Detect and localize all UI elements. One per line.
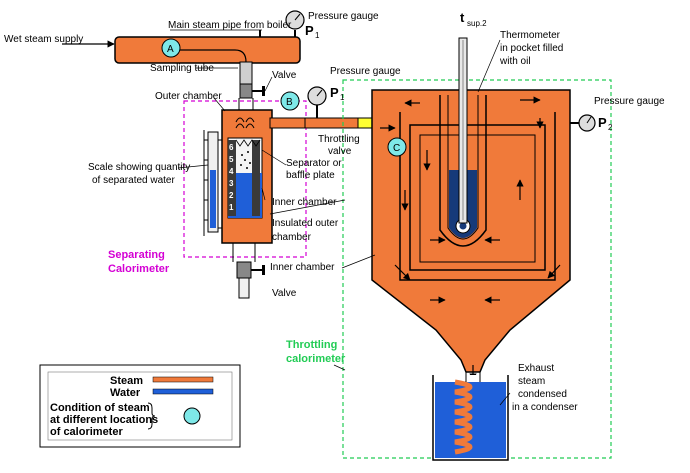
pressure-gauge-2-label: Pressure gauge <box>330 66 401 77</box>
pressure-gauge-1-sub: 1 <box>315 31 320 40</box>
main-steam-pipe-label: Main steam pipe from boiler <box>168 20 292 31</box>
bottom-valve-icon <box>236 261 265 299</box>
throttling-valve-label-line1: Throttling <box>318 134 360 145</box>
pressure-gauge-3-sub: 2 <box>608 123 613 132</box>
condenser <box>432 372 509 461</box>
inner-chamber-right-label: Inner chamber <box>270 262 335 273</box>
exhaust-label-line4: in a condenser <box>512 402 578 413</box>
sampling-tube-label: Sampling tube <box>150 63 214 74</box>
scale-number: 3 <box>229 179 234 188</box>
top-valve-icon <box>239 83 265 99</box>
throttling-calorimeter <box>371 37 571 373</box>
main-steam-pipe <box>114 30 301 78</box>
point-c-label: C <box>393 143 400 154</box>
legend-steam-swatch <box>152 376 214 383</box>
inner-chamber-left-label: Inner chamber <box>272 197 337 208</box>
top-valve-label: Valve <box>272 70 297 81</box>
pressure-gauge-1-p: P <box>305 23 314 38</box>
point-a-marker <box>161 38 181 58</box>
legend-water-swatch <box>152 388 214 395</box>
throttling-valve <box>357 117 373 129</box>
throttling-valve-label-line2: valve <box>328 146 352 157</box>
insulated-label-line2: chamber <box>272 232 312 243</box>
scale-label-line2: of separated water <box>92 175 175 186</box>
water-scale-gauge <box>203 130 222 236</box>
pressure-gauge-2-icon <box>307 86 327 118</box>
throttling-calorimeter-label-line1: Throttling <box>286 339 337 351</box>
pressure-gauge-1-icon <box>285 10 305 37</box>
separating-calorimeter-label-line2: Calorimeter <box>108 263 170 275</box>
t-sup-label: t <box>460 10 465 25</box>
pressure-gauge-2-sub: 1 <box>340 93 345 102</box>
bottom-valve-label: Valve <box>272 288 297 299</box>
legend-steam-label: Steam <box>110 375 143 387</box>
t-sup-subscript: sup.2 <box>467 19 487 28</box>
thermometer-label-line3: with oil <box>499 56 531 67</box>
insulated-label-line1: Insulated outer <box>272 218 339 229</box>
thermometer-label-line1: Thermometer <box>500 30 561 41</box>
thermometer-label-line2: in pocket filled <box>500 43 563 54</box>
exhaust-label-line2: steam <box>518 376 545 387</box>
separator-label-line1: Separator or <box>286 158 342 169</box>
separator-label-line2: baffle plate <box>286 170 335 181</box>
point-b-label: B <box>286 97 293 108</box>
legend-point-swatch <box>183 407 201 425</box>
flow-arrows <box>380 96 561 381</box>
point-c-marker <box>387 137 407 157</box>
pressure-gauge-2-p: P <box>330 85 339 100</box>
throttling-calorimeter-label-line2: calorimeter <box>286 353 346 365</box>
scale-label-line1: Scale showing quantity <box>88 162 190 173</box>
point-a-label: A <box>167 44 174 55</box>
legend <box>39 364 241 448</box>
scale-number: 2 <box>229 191 234 200</box>
pressure-gauge-1-label: Pressure gauge <box>308 11 379 22</box>
outer-chamber-label: Outer chamber <box>155 91 222 102</box>
legend-condition-line3: of calorimeter <box>50 426 123 438</box>
scale-number: 1 <box>229 203 234 212</box>
legend-condition-line2: at different locations <box>50 414 158 426</box>
scale-number: 4 <box>229 167 234 176</box>
exhaust-label-line3: condensed <box>518 389 567 400</box>
sampling-tube <box>239 61 253 85</box>
scale-number: 6 <box>229 143 234 152</box>
pressure-gauge-3-label: Pressure gauge <box>594 96 665 107</box>
scale-number: 5 <box>229 155 234 164</box>
pressure-gauge-3-p: P <box>598 115 607 130</box>
exhaust-label-line1: Exhaust <box>518 363 554 374</box>
legend-water-label: Water <box>110 387 141 399</box>
leader-lines <box>177 39 511 406</box>
point-b-marker <box>280 91 300 111</box>
wet-steam-supply-label: Wet steam supply <box>4 34 83 45</box>
legend-condition-line1: Condition of steam <box>50 402 150 414</box>
pressure-gauge-3-icon <box>570 114 596 132</box>
separating-calorimeter-box <box>183 100 307 258</box>
separating-calorimeter-label-line1: Separating <box>108 249 165 261</box>
